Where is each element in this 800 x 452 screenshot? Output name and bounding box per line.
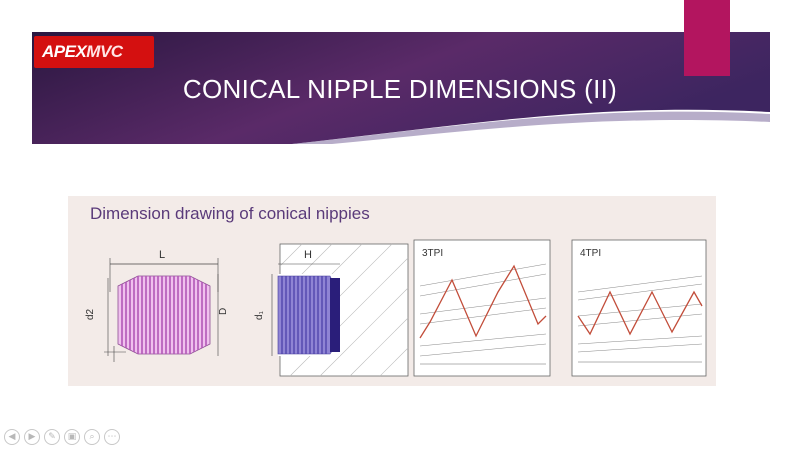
label-height: H <box>304 249 312 261</box>
prev-icon: ◀ <box>8 432 16 442</box>
pen-tool-button[interactable]: ✎ <box>44 429 60 445</box>
label-4tpi: 4TPI <box>580 248 601 259</box>
pen-icon: ✎ <box>48 432 56 442</box>
nipple-side-view: L d2 D <box>85 249 229 362</box>
next-icon: ▶ <box>28 432 36 442</box>
logo-text-main: APEX <box>42 42 87 61</box>
logo-text-sub: MVC <box>86 42 123 61</box>
slide-title: CONICAL NIPPLE DIMENSIONS (II) <box>182 74 618 104</box>
thread-profile-3tpi: 3TPI <box>413 239 551 377</box>
more-icon: ⋯ <box>107 432 117 442</box>
zoom-button[interactable]: ⌕ <box>84 429 100 445</box>
thread-profile-4tpi: 4TPI <box>571 239 707 377</box>
zoom-icon: ⌕ <box>89 432 95 442</box>
slide-nav-controls: ◀ ▶ ✎ ▣ ⌕ ⋯ <box>4 429 120 447</box>
apex-logo: APEXMVC <box>34 36 154 68</box>
accent-bar <box>684 0 730 76</box>
see-all-slides-button[interactable]: ▣ <box>64 429 80 445</box>
slides-icon: ▣ <box>67 432 77 442</box>
nipple-section-view: H d₁ <box>254 243 409 377</box>
label-d2: d2 <box>85 308 96 320</box>
figure-caption: Dimension drawing of conical nippies <box>90 204 370 223</box>
label-length: L <box>159 249 165 261</box>
prev-slide-button[interactable]: ◀ <box>4 429 20 445</box>
label-d1: d₁ <box>254 310 265 320</box>
title-banner <box>32 32 770 144</box>
logo-text: APEXMVC <box>42 42 123 62</box>
drawing-svg: L d2 D <box>85 239 707 377</box>
next-slide-button[interactable]: ▶ <box>24 429 40 445</box>
label-3tpi: 3TPI <box>422 248 443 259</box>
more-options-button[interactable]: ⋯ <box>104 429 120 445</box>
label-D: D <box>218 308 229 315</box>
